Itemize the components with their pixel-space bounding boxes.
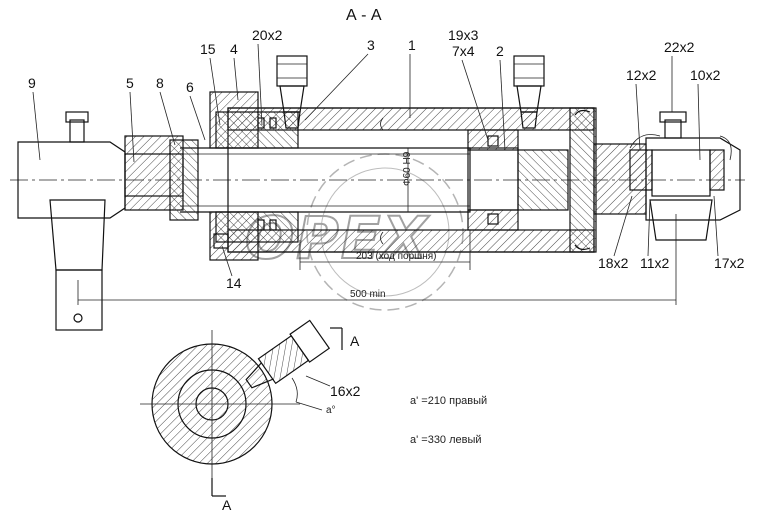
piston-rod (180, 147, 471, 213)
angle-label: a° (326, 405, 336, 416)
callout-17x2: 17x2 (714, 255, 745, 271)
min-length-label: 500 min (350, 289, 386, 300)
callout-20x2: 20x2 (252, 27, 283, 43)
gland-head (209, 91, 299, 261)
fitting-left (276, 55, 308, 129)
callout-15: 15 (200, 41, 216, 57)
callout-22x2: 22x2 (664, 39, 695, 55)
section-title: А - А (346, 7, 382, 24)
bore-dimension-label: Ф60 Н9 (402, 151, 413, 186)
callout-18x2: 18x2 (598, 255, 629, 271)
dimension-min-length: 500 min (77, 214, 677, 305)
cylinder-body (227, 107, 597, 253)
callout-5: 5 (126, 75, 134, 91)
callout-12x2: 12x2 (626, 67, 657, 83)
callout-9: 9 (28, 75, 36, 91)
callout-2: 2 (496, 43, 504, 59)
right-tie-rod-end (593, 111, 741, 241)
dimension-stroke: 203 (ход поршня) (299, 230, 471, 270)
section-mark-bottom: A (222, 497, 232, 513)
callout-4: 4 (230, 41, 238, 57)
callout-10x2: 10x2 (690, 67, 721, 83)
callout-8: 8 (156, 75, 164, 91)
callout-19x3: 19x3 (448, 27, 479, 43)
left-tie-rod-end (17, 111, 199, 331)
callout-1: 1 (408, 37, 416, 53)
note-right: a' =210 правый (410, 395, 487, 407)
section-view-aa: a° 16x2 A A (140, 319, 361, 513)
stroke-dimension-label: 203 (ход поршня) (356, 251, 436, 262)
callout-3: 3 (367, 37, 375, 53)
fitting-right (513, 55, 545, 129)
note-left: a' =330 левый (410, 434, 482, 446)
section-mark-top: A (350, 333, 360, 349)
callout-6: 6 (186, 79, 194, 95)
callout-14: 14 (226, 275, 242, 291)
callouts: 9 5 8 6 15 4 20x2 3 1 19x3 7x4 2 22x2 12… (28, 27, 745, 291)
piston (467, 129, 569, 231)
callout-7x4: 7x4 (452, 43, 475, 59)
callout-16x2: 16x2 (330, 383, 361, 399)
callout-11x2: 11x2 (640, 255, 670, 271)
